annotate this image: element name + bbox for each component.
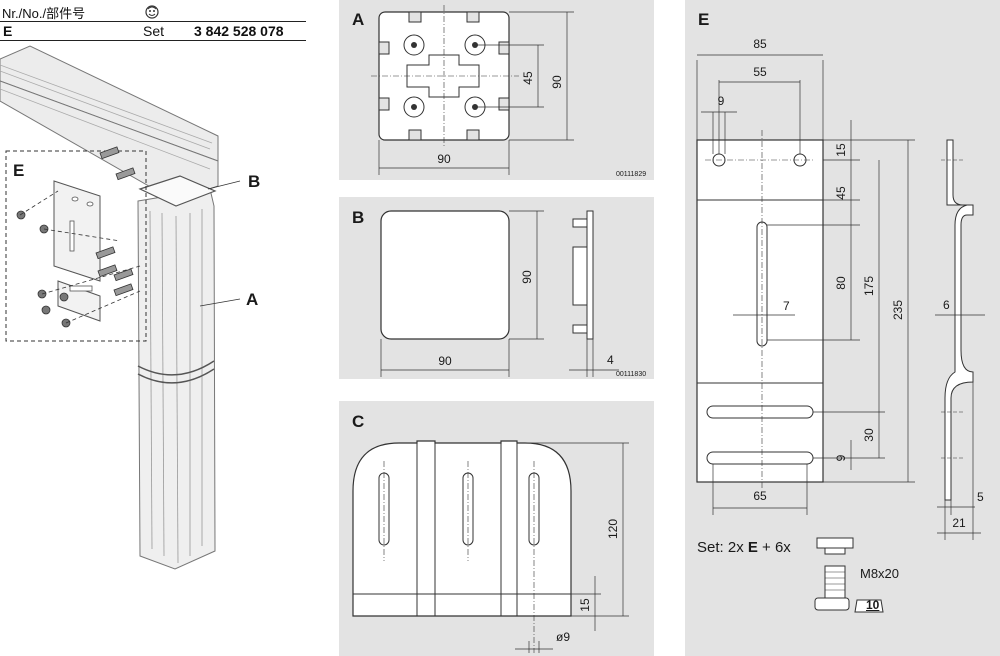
cap-drawing: 90 90 4 00111830: [380, 210, 646, 378]
header-part-number: 3 842 528 078: [194, 23, 284, 39]
callout-e: E: [13, 161, 25, 180]
panel-e-dim-175: 175: [862, 276, 876, 296]
panel-b-code: 00111830: [616, 371, 646, 378]
set-prefix: Set: 2x: [697, 539, 748, 556]
panel-b-letter: B: [352, 208, 365, 227]
inventor-icon: [143, 3, 161, 21]
bracket-c-drawing: 120 15 ø9: [352, 440, 629, 653]
profile-cross-section: 90 45 90 00111829: [371, 5, 646, 178]
header-variant: E: [3, 23, 13, 39]
panel-a-dim-height: 90: [550, 75, 564, 89]
set-e: E: [747, 539, 758, 556]
panel-e-dim-30: 30: [862, 428, 876, 442]
panel-e-dim-15: 15: [834, 143, 848, 157]
callout-b: B: [248, 172, 261, 191]
panel-e-dim-5: 5: [977, 490, 984, 504]
panel-e-dim-9-low: 9: [834, 454, 848, 461]
panel-a-dim-inner: 45: [521, 71, 535, 85]
header-type: Set: [143, 23, 165, 39]
panel-e-letter: E: [698, 10, 710, 29]
panel-c-dim-hole: ø9: [556, 630, 570, 644]
panel-e-dim-85: 85: [753, 37, 767, 51]
panel-e-dim-45: 45: [834, 186, 848, 200]
panel-e-dim-21: 21: [952, 516, 966, 530]
panel-e-dim-9-top: 9: [718, 94, 725, 108]
panel-a-code: 00111829: [616, 171, 646, 178]
panel-e-dim-55: 55: [753, 65, 767, 79]
header-bottom-rule: [0, 40, 306, 41]
callout-a: A: [246, 290, 259, 309]
panel-c-dim-base: 15: [578, 598, 592, 612]
panel-e-dim-65: 65: [753, 489, 767, 503]
header-col1-label: Nr./No./部件号: [2, 6, 86, 21]
header-divider: [0, 21, 306, 22]
panel-b-dim-thickness: 4: [607, 353, 614, 367]
panel-a-dim-width: 90: [437, 152, 451, 166]
set-description: Set: 2x E + 6x: [697, 539, 791, 556]
bolt-label: M8x20: [860, 566, 900, 581]
panel-b-dim-height: 90: [520, 270, 534, 284]
set-mid: + 6x: [757, 539, 791, 556]
panel-a-letter: A: [352, 10, 365, 29]
panel-c-letter: C: [352, 412, 365, 431]
panel-c-dim-height: 120: [606, 519, 620, 539]
panel-e-dim-7: 7: [783, 299, 790, 313]
bracket-e-drawing: 85 55 9 15 45 80 175 235 30 9 7 65: [696, 37, 985, 613]
panel-b-dim-width: 90: [438, 354, 452, 368]
panel-e-dim-6: 6: [943, 298, 950, 312]
panel-e-dim-235: 235: [891, 300, 905, 320]
panel-e-dim-80: 80: [834, 276, 848, 290]
assembly-illustration: [0, 45, 241, 570]
nut-size-label: 10: [866, 598, 880, 612]
